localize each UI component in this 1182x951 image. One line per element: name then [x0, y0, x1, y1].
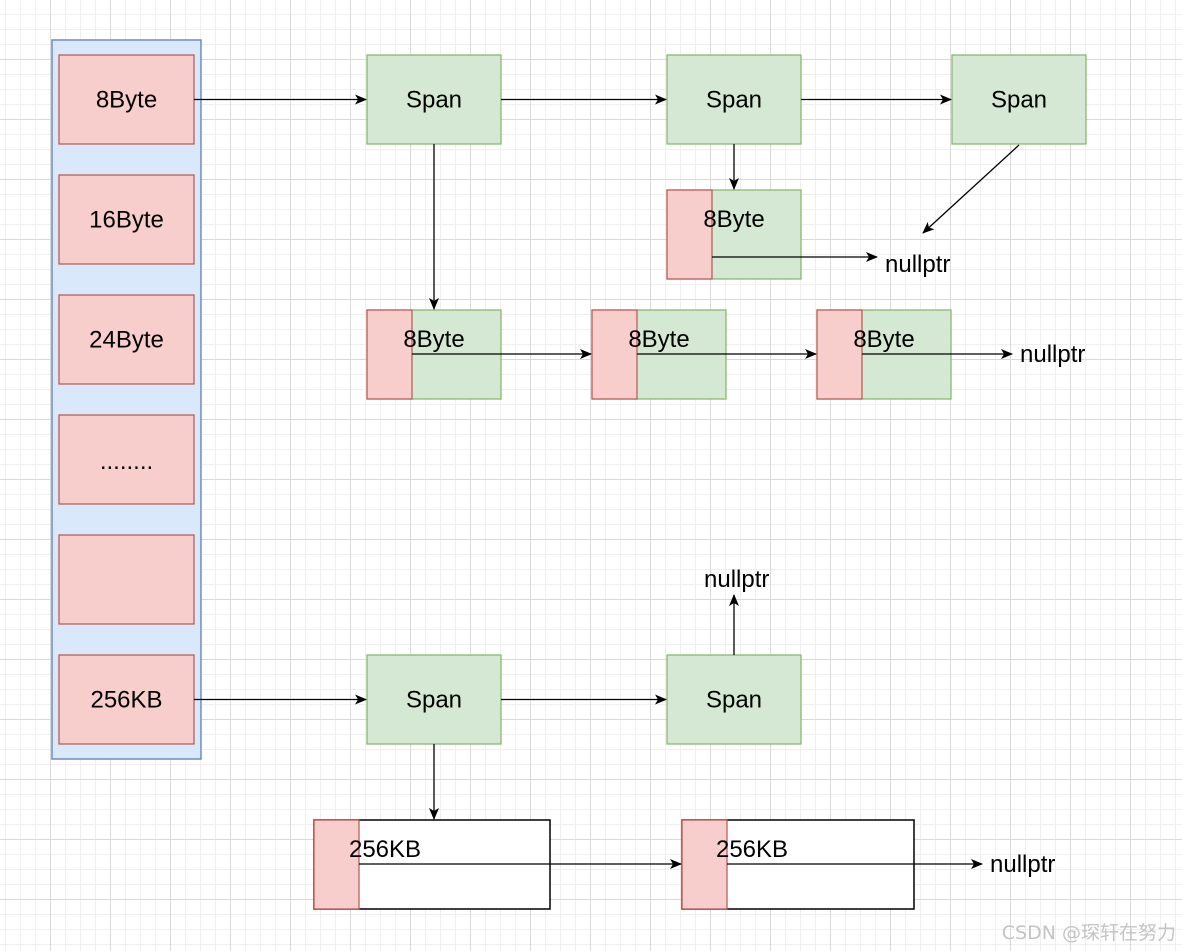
span-256kb-2: Span [666, 654, 802, 745]
span-label: Span [406, 687, 462, 714]
size-class-slot-8byte: 8Byte [58, 54, 195, 145]
size-class-label: 16Byte [89, 207, 164, 234]
block-label: 8Byte [628, 326, 689, 353]
size-class-slot-16byte: 16Byte [58, 174, 195, 265]
size-class-label: 24Byte [89, 327, 164, 354]
span-256kb-1: Span [366, 654, 502, 745]
span-8byte-2: Span [666, 54, 802, 145]
size-class-slot-24byte: 24Byte [58, 294, 195, 385]
block-8byte-span2: 8Byte [666, 189, 802, 280]
block-label: 8Byte [703, 206, 764, 233]
size-class-slot-empty [58, 534, 195, 625]
span-8byte-3: Span [951, 54, 1087, 145]
span-label: Span [991, 87, 1047, 114]
size-class-slot-ellipsis: ........ [58, 414, 195, 505]
size-class-label: 8Byte [96, 87, 157, 114]
span-label: Span [706, 687, 762, 714]
size-class-label: ........ [100, 448, 153, 475]
watermark: CSDN @琛轩在努力 [1002, 922, 1176, 944]
size-class-slot-256kb: 256KB [58, 654, 195, 745]
nullptr-label: nullptr [990, 851, 1055, 878]
block-label: 256KB [349, 836, 421, 863]
nullptr-label: nullptr [1020, 341, 1085, 368]
span-8byte-1: Span [366, 54, 502, 145]
arrow-span3-to-null [922, 144, 1020, 234]
size-class-array [51, 39, 202, 760]
size-class-label: 256KB [90, 687, 162, 714]
nullptr-label: nullptr [704, 566, 769, 593]
connectors [194, 94, 1020, 869]
span-label: Span [706, 87, 762, 114]
block-label: 8Byte [853, 326, 914, 353]
span-label: Span [406, 87, 462, 114]
block-label: 256KB [716, 836, 788, 863]
block-8byte-1: 8Byte [366, 309, 502, 400]
block-label: 8Byte [403, 326, 464, 353]
nullptr-label: nullptr [885, 251, 950, 278]
